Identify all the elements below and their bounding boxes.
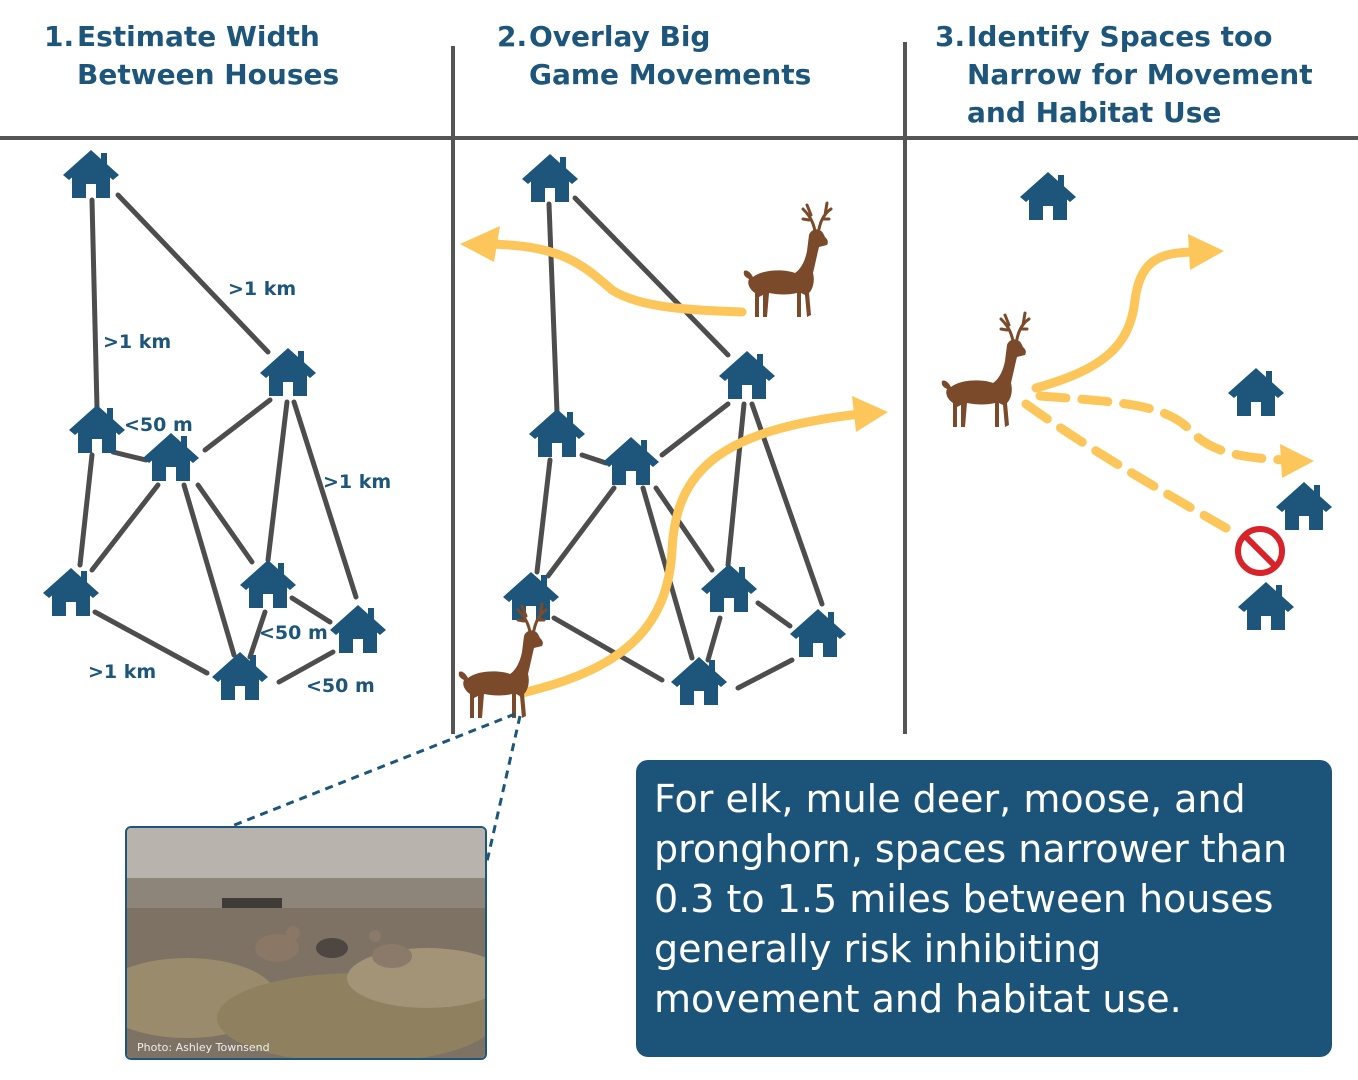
distance-label: <50 m [124, 414, 193, 436]
deer-icon [457, 602, 548, 720]
house-icon [212, 652, 268, 700]
movement-path [1031, 247, 1201, 393]
info-callout: For elk, mule deer, moose, and pronghorn… [636, 760, 1332, 1057]
house-icon [63, 150, 119, 198]
distance-label: >1 km [323, 471, 391, 493]
edge [110, 449, 149, 463]
edge [735, 657, 795, 691]
step-1-number: 1. [44, 20, 75, 53]
edge [545, 485, 617, 579]
edge [89, 197, 100, 411]
edge [89, 482, 161, 573]
house-icon [1020, 172, 1076, 220]
house-icon [260, 348, 316, 396]
house-icon [790, 609, 846, 657]
house-icon [330, 605, 386, 653]
house-icon [1238, 582, 1294, 630]
edge [659, 401, 731, 458]
house-icon [69, 405, 125, 453]
edge [92, 609, 210, 676]
callout-text: For elk, mule deer, moose, and pronghorn… [654, 777, 1288, 1021]
step-3-line-1: Identify Spaces too [967, 20, 1273, 53]
house-icon [603, 437, 659, 485]
deer-photo: Photo: Ashley Townsend [125, 826, 487, 1060]
edge [551, 615, 665, 683]
step-2-line-1: Overlay Big [529, 20, 711, 53]
distance-label: >1 km [228, 278, 296, 300]
edge [546, 201, 560, 415]
house-icon [503, 572, 559, 620]
step-3-line-3: and Habitat Use [967, 96, 1222, 129]
step-2-number: 2. [497, 20, 528, 53]
arrow-icon [460, 226, 500, 262]
step-3-number: 3. [935, 20, 966, 53]
step-2-line-2: Game Movements [529, 58, 812, 91]
deer-icon [940, 311, 1031, 429]
house-icon [522, 154, 578, 202]
house-icon [1228, 368, 1284, 416]
house-icon [240, 560, 296, 608]
edge [247, 609, 268, 660]
step-1-line-1: Estimate Width [77, 20, 320, 53]
step-1-line-2: Between Houses [77, 58, 340, 91]
edge [572, 195, 731, 358]
edge [265, 399, 290, 563]
deer-icon [742, 201, 833, 319]
photo-credit: Photo: Ashley Townsend [137, 1041, 270, 1054]
edge [195, 482, 255, 565]
panel-1-network [77, 192, 359, 685]
edge [289, 595, 333, 625]
arrow-icon [1188, 234, 1224, 270]
edge [725, 401, 747, 568]
distance-label: <50 m [259, 622, 328, 644]
edge [653, 485, 715, 573]
house-icon [43, 568, 99, 616]
arrow-icon [852, 396, 888, 432]
distance-label: >1 km [103, 331, 171, 353]
photo-pointer-line [484, 715, 522, 867]
step-2-heading: 2. Overlay Big Game Movements [497, 18, 877, 98]
blocked-path [1035, 391, 1291, 465]
panel-1-labels: >1 km >1 km <50 m >1 km <50 m >1 km <50 … [88, 278, 391, 697]
edge [276, 649, 336, 685]
edge [181, 482, 237, 658]
movement-path [517, 409, 865, 698]
edge [202, 397, 273, 453]
edge [291, 399, 359, 600]
edge [534, 457, 553, 575]
edge [115, 192, 271, 355]
edge [579, 452, 609, 466]
panel-2-movement-paths [460, 226, 888, 698]
photo-pointer-line [231, 712, 516, 828]
house-icon [1276, 482, 1332, 530]
edge [77, 452, 95, 568]
house-icon [529, 409, 585, 457]
movement-path [485, 239, 747, 317]
distance-label: >1 km [88, 661, 156, 683]
house-icon [671, 657, 727, 705]
house-icon [701, 564, 757, 612]
no-entry-icon [1235, 526, 1285, 576]
edge [755, 600, 793, 629]
house-icon [143, 433, 199, 481]
arrow-icon [1280, 444, 1314, 478]
step-3-line-2: Narrow for Movement [967, 58, 1313, 91]
step-1-heading: 1. Estimate Width Between Houses [44, 18, 424, 98]
blocked-path [1021, 399, 1231, 533]
step-3-heading: 3. Identify Spaces too Narrow for Moveme… [935, 18, 1355, 138]
house-icon [719, 351, 775, 399]
panel-3-movement-paths [1021, 234, 1314, 533]
distance-label: <50 m [306, 675, 375, 697]
edge [705, 615, 723, 663]
